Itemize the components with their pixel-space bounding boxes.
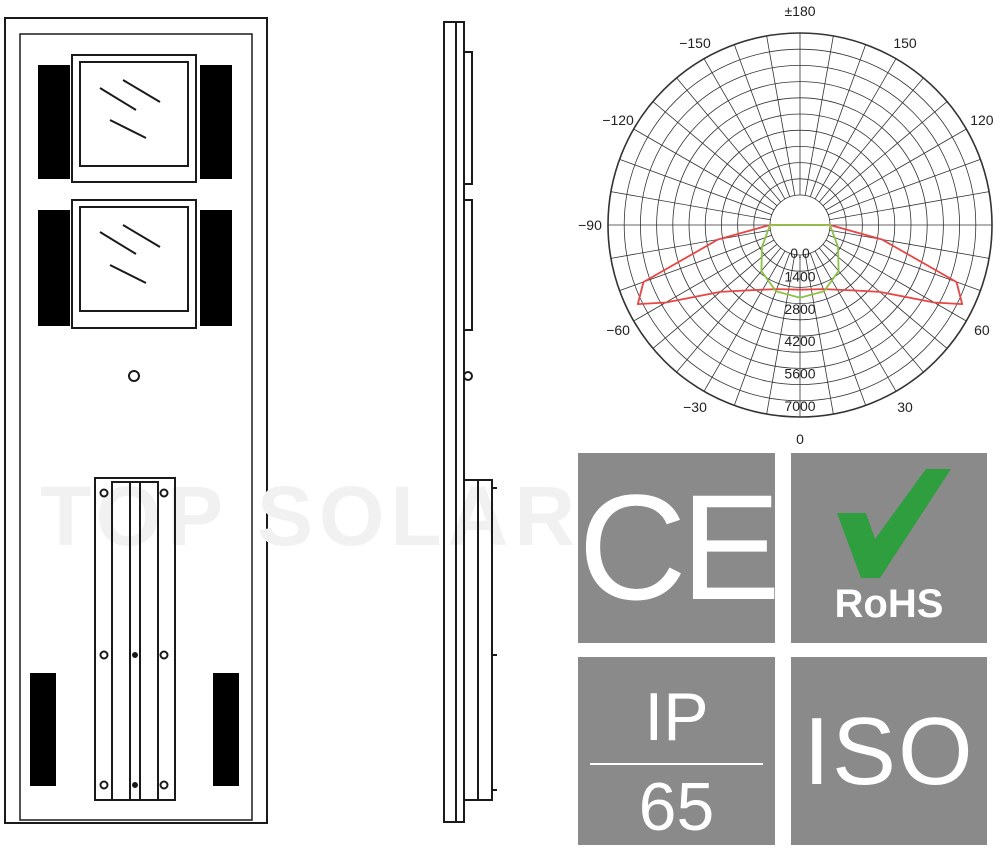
radial-label: 4200 (784, 333, 815, 349)
polar-spoke (733, 44, 791, 197)
ce-badge: CE (578, 453, 781, 643)
radial-label: 1400 (784, 268, 815, 284)
polar-spoke (633, 128, 775, 211)
ip-divider (590, 763, 763, 765)
rohs-badge: RoHS (791, 453, 987, 643)
polar-spoke (818, 247, 924, 373)
angle-label: 150 (893, 35, 917, 51)
angle-label: −150 (679, 35, 711, 51)
angle-label: ±180 (784, 3, 815, 19)
check-icon (837, 469, 951, 578)
polar-spoke (828, 158, 981, 216)
ce-mark: CE (578, 463, 780, 631)
polar-spoke (610, 191, 771, 221)
radial-label: 7000 (784, 398, 815, 414)
polar-grid (607, 32, 993, 418)
polar-spoke (804, 254, 834, 415)
polar-spoke (809, 44, 867, 197)
angle-label: 30 (897, 399, 913, 415)
polar-spoke (766, 35, 796, 196)
ip-label: IP (644, 679, 709, 755)
polar-spoke (814, 250, 897, 392)
polar-spoke (818, 77, 924, 203)
battery-bar-right (213, 673, 239, 786)
polar-spoke (829, 191, 990, 221)
polar-spoke (814, 58, 897, 200)
angle-label: 120 (970, 112, 994, 128)
polar-spoke (733, 253, 791, 406)
polar-spoke (829, 229, 990, 259)
iso-label: ISO (803, 698, 975, 805)
polar-spoke (652, 243, 778, 349)
polar-spoke (804, 35, 834, 196)
angle-label: −30 (683, 399, 707, 415)
rohs-label: RoHS (834, 582, 944, 626)
polar-spoke (825, 239, 967, 322)
polar-series-line-1 (636, 224, 964, 306)
angle-label: −90 (578, 217, 602, 233)
ip65-badge: IP 65 (578, 657, 775, 845)
radial-label: 2800 (784, 301, 815, 317)
polar-spoke (619, 158, 772, 216)
angle-label: 60 (974, 322, 990, 338)
polar-spoke (703, 250, 786, 392)
lamp-module-lower (38, 199, 232, 329)
mounting-bracket (94, 477, 176, 801)
polar-spoke (809, 253, 867, 406)
angle-label: −120 (602, 112, 634, 128)
polar-spoke (822, 243, 948, 349)
polar-spoke (822, 101, 948, 207)
polar-spoke (703, 58, 786, 200)
angle-label: 0 (796, 431, 804, 447)
polar-spoke (610, 229, 771, 259)
polar-spoke (652, 101, 778, 207)
polar-radial-labels: 0.0 1400 2800 4200 5600 7000 (784, 245, 815, 414)
polar-series-line-2 (760, 224, 840, 299)
radial-label: 0.0 (790, 245, 810, 261)
polar-series (636, 224, 964, 306)
ip-rating: 65 (638, 769, 715, 845)
angle-label: −60 (606, 322, 630, 338)
polar-spoke (633, 239, 775, 322)
polar-spoke (825, 128, 967, 211)
front-view-outline (4, 17, 268, 824)
iso-badge: ISO (791, 657, 987, 845)
battery-bar-left (30, 673, 56, 786)
polar-spoke (676, 77, 782, 203)
radial-label: 5600 (784, 366, 815, 382)
sensor-dot (128, 370, 140, 382)
polar-spoke (676, 247, 782, 373)
polar-angle-labels: ±180 −150 150 −120 120 −90 −60 60 −30 30 0 (578, 3, 994, 447)
polar-spoke (766, 254, 796, 415)
lamp-module-upper (38, 54, 232, 183)
